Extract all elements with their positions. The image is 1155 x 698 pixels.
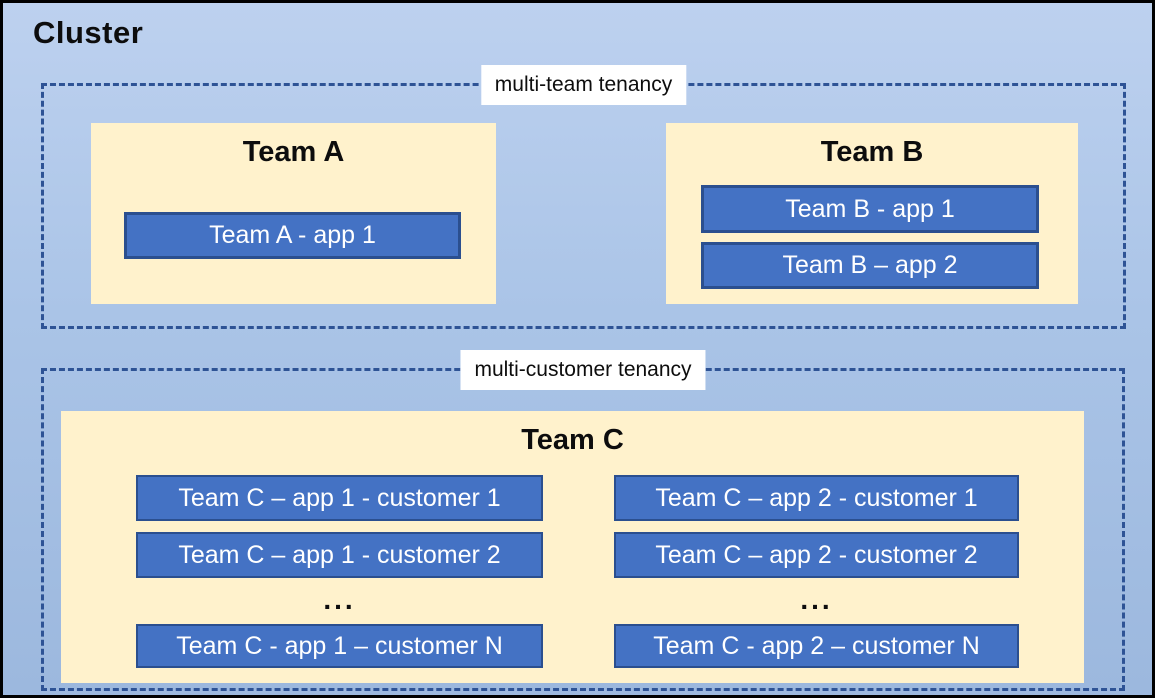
team-b-panel: Team B Team B - app 1 Team B – app 2 bbox=[666, 123, 1078, 304]
multi-team-tenancy-zone: multi-team tenancy Team A Team A - app 1… bbox=[41, 65, 1126, 329]
multi-customer-tenancy-zone: multi-customer tenancy Team C Team C – a… bbox=[41, 350, 1125, 691]
cluster-title: Cluster bbox=[33, 15, 144, 50]
team-c-app1-customer1-box: Team C – app 1 - customer 1 bbox=[136, 475, 543, 521]
multi-team-tenancy-label: multi-team tenancy bbox=[480, 65, 687, 105]
team-b-app-1-box: Team B - app 1 bbox=[701, 185, 1039, 233]
team-c-app1-ellipsis: ... bbox=[323, 584, 356, 615]
team-c-app2-customerN-box: Team C - app 2 – customer N bbox=[614, 624, 1019, 668]
multi-customer-tenancy-label: multi-customer tenancy bbox=[460, 350, 706, 390]
team-c-title: Team C bbox=[521, 424, 624, 456]
team-c-app2-customer2-box: Team C – app 2 - customer 2 bbox=[614, 532, 1019, 578]
team-c-app-1-column: Team C – app 1 - customer 1 Team C – app… bbox=[136, 475, 543, 668]
team-c-app1-customerN-box: Team C - app 1 – customer N bbox=[136, 624, 543, 668]
team-a-title: Team A bbox=[242, 136, 345, 168]
team-a-app-1-box: Team A - app 1 bbox=[124, 212, 461, 259]
team-c-panel: Team C Team C – app 1 - customer 1 Team … bbox=[61, 411, 1084, 683]
team-c-app2-customer1-box: Team C – app 2 - customer 1 bbox=[614, 475, 1019, 521]
team-c-app-2-column: Team C – app 2 - customer 1 Team C – app… bbox=[614, 475, 1019, 668]
team-b-app-2-box: Team B – app 2 bbox=[701, 242, 1039, 289]
team-b-title: Team B bbox=[820, 136, 924, 168]
team-a-panel: Team A Team A - app 1 bbox=[91, 123, 496, 304]
team-c-app1-customer2-box: Team C – app 1 - customer 2 bbox=[136, 532, 543, 578]
team-c-app2-ellipsis: ... bbox=[800, 584, 833, 615]
